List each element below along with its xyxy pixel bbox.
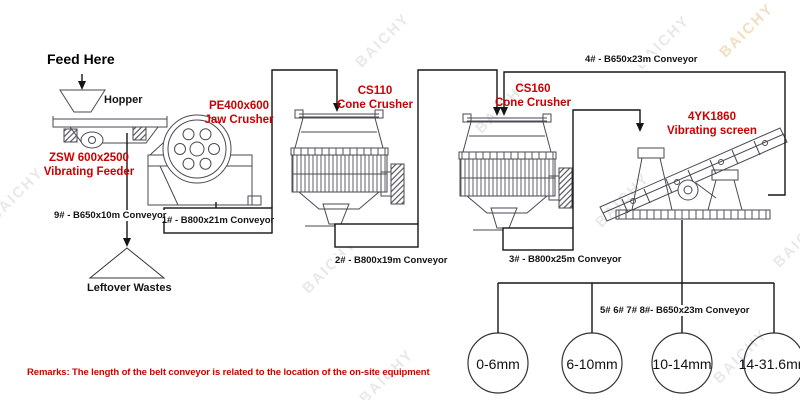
leftover-waste-pile — [88, 247, 166, 279]
conveyor-2-label: 2# - B800x19m Conveyor — [334, 255, 449, 266]
output-label-14-31.6mm: 14-31.6mm — [738, 356, 800, 372]
hopper-label: Hopper — [104, 94, 143, 106]
conveyor-5678-label: 5# 6# 7# 8#- B650x23m Conveyor — [599, 305, 751, 316]
cs110-label: CS110 Cone Crusher — [336, 85, 414, 112]
output-label-6-10mm: 6-10mm — [566, 356, 618, 372]
output-label-10-14mm: 10-14mm — [652, 356, 712, 372]
jaw-crusher-label: PE400x600 Jaw Crusher — [204, 100, 274, 127]
cs110-cone-crusher-drawing — [290, 109, 405, 227]
screen-label: 4YK1860 Vibrating screen — [667, 111, 757, 138]
hopper-drawing — [59, 89, 106, 113]
feeder-label: ZSW 600x2500 Vibrating Feeder — [43, 152, 135, 179]
conveyor-4-label: 4# - B650x23m Conveyor — [584, 54, 699, 65]
arrowheads — [78, 81, 644, 247]
vibrating-screen-drawing — [599, 127, 788, 222]
remarks-text: Remarks: The length of the belt conveyor… — [27, 367, 430, 378]
flow-connectors — [81, 69, 786, 333]
conveyor-9-label: 9# - B650x10m Conveyor — [53, 210, 168, 221]
conveyor-3-label: 3# - B800x25m Conveyor — [508, 254, 623, 265]
cs160-label: CS160 Cone Crusher — [494, 83, 572, 110]
leftover-wastes-label: Leftover Wastes — [87, 282, 172, 294]
cs160-cone-crusher-drawing — [458, 113, 573, 231]
vibrating-feeder-drawing — [52, 116, 168, 149]
feed-here-label: Feed Here — [47, 51, 115, 67]
jaw-crusher-drawing — [147, 114, 262, 206]
output-label-0-6mm: 0-6mm — [476, 356, 520, 372]
conveyor-1-label: 1# - B800x21m Conveyor — [161, 215, 275, 226]
